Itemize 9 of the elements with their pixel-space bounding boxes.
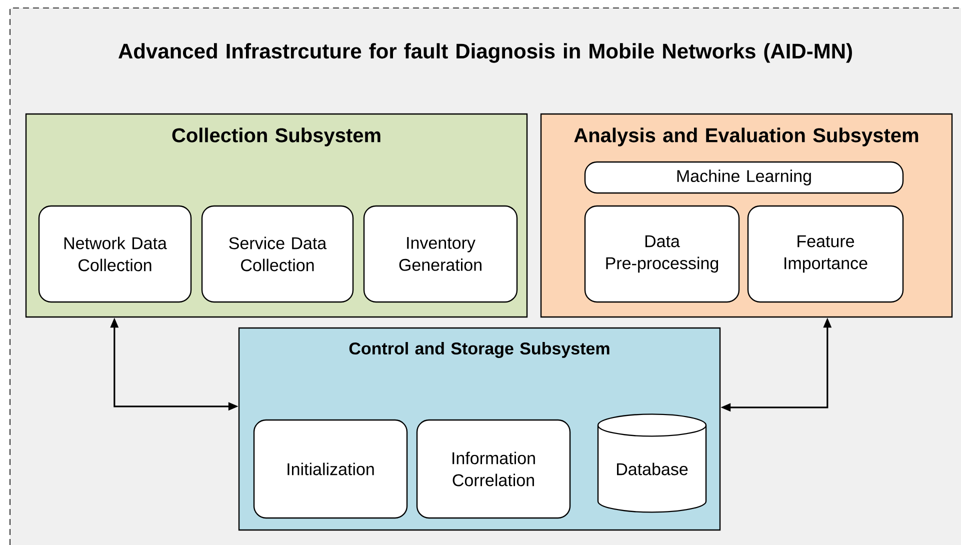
module-box: Network Data Collection: [38, 205, 192, 303]
module-box: Machine Learning: [584, 161, 904, 194]
module-box: Service Data Collection: [201, 205, 354, 303]
module-box: Feature Importance: [747, 205, 904, 303]
module-box: Initialization: [253, 419, 408, 519]
database-cylinder: Database: [597, 414, 707, 513]
module-box: Data Pre-processing: [584, 205, 740, 303]
module-box: Information Correlation: [416, 419, 571, 519]
module-box: Inventory Generation: [363, 205, 518, 303]
